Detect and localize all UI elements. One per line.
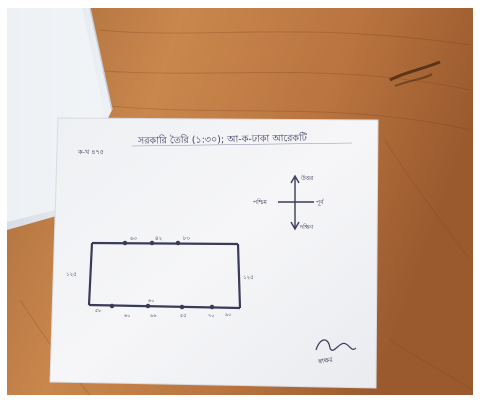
traverse-corner-label-2: ৬০ [148,298,155,304]
traverse-bottom-label-1: ৫৮ [95,308,102,314]
traverse-top-label-2: ৪২ [155,236,163,242]
traverse-bottom-label-2: ৬০ [124,313,131,319]
signature-mark: স্বাক্ষর [315,339,357,367]
traverse-top-label-3: ৮০ [183,236,191,242]
paper-sheet [49,117,379,389]
sheet-heading: সরকারি তৈরি (১:৩০); আ-ক-ঢাকা আরেকটি [137,131,308,147]
compass-south: দক্ষিণ [299,224,314,231]
traverse-left-label: ১২৫ [66,272,77,278]
signature-text: স্বাক্ষর [317,356,334,367]
traverse-corner-label-1: ৯০ [225,312,232,318]
traverse-top-label-1: ৬০ [130,236,138,242]
traverse-bottom-label-4: ৫৫ [180,313,187,319]
traverse-bottom-label-3: ৯৬ [150,313,157,319]
compass-west: পশ্চিম [253,199,268,206]
traverse-bottom-label-5: ৭০ [208,313,215,319]
compass-rose [278,174,314,231]
traverse-right-label: ১২৫ [243,275,254,281]
compass-east: পূর্ব [316,199,324,206]
corner-note: ক-খ ৪৭৫ [77,148,104,156]
traverse-drawing [87,240,242,310]
compass-north: উত্তর [300,174,314,182]
